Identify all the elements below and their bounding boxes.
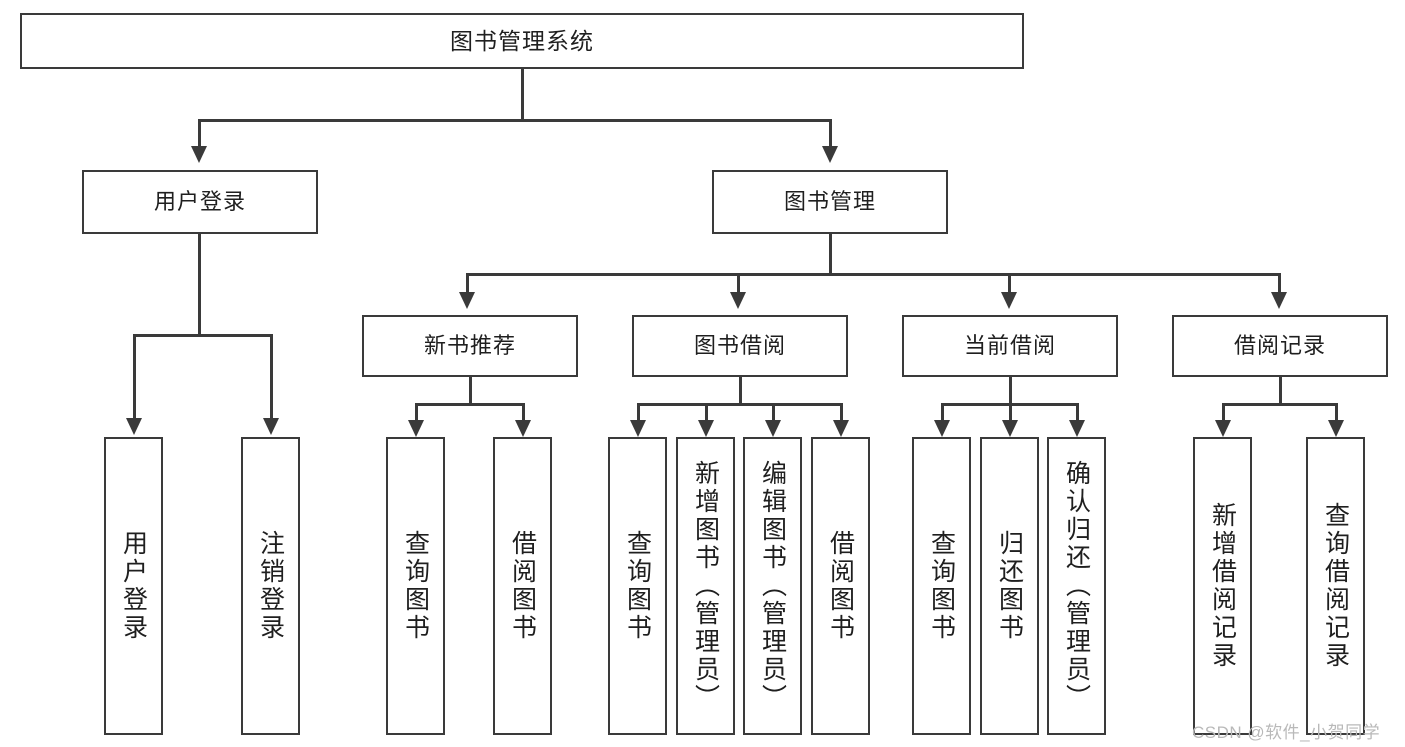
leaf-return-book[interactable]: 归还图书 — [980, 437, 1039, 735]
arrow-to-leaf-confirm-return — [1069, 420, 1085, 437]
arrow-to-book-borrow — [730, 292, 746, 309]
arrow-to-user-login — [191, 146, 207, 163]
connector-currentborrow-drop-1 — [941, 403, 944, 420]
node-label: 注销登录 — [256, 530, 285, 642]
leaf-query-book-current[interactable]: 查询图书 — [912, 437, 971, 735]
arrow-to-leaf-add-book — [698, 420, 714, 437]
node-user-login[interactable]: 用户登录 — [82, 170, 318, 234]
arrow-to-leaf-add-record — [1215, 420, 1231, 437]
connector-newbook-drop-2 — [522, 403, 525, 420]
connector-bookmgmt-stem — [829, 234, 832, 275]
connector-bookmgmt-drop-2 — [737, 273, 740, 292]
connector-borrowrecord-drop-1 — [1222, 403, 1225, 420]
connector-bookborrow-drop-3 — [772, 403, 775, 420]
connector-userlogin-bus — [133, 334, 270, 337]
connector-root-drop-1 — [198, 119, 201, 146]
node-new-book-recommend[interactable]: 新书推荐 — [362, 315, 578, 377]
arrow-to-leaf-borrow-book-1 — [515, 420, 531, 437]
leaf-logout[interactable]: 注销登录 — [241, 437, 300, 735]
arrow-to-leaf-user-login — [126, 418, 142, 435]
leaf-edit-book-admin[interactable]: 编辑图书（管理员） — [743, 437, 802, 735]
node-book-borrow[interactable]: 图书借阅 — [632, 315, 848, 377]
connector-root-drop-2 — [829, 119, 832, 146]
arrow-to-leaf-query-record — [1328, 420, 1344, 437]
node-root-system[interactable]: 图书管理系统 — [20, 13, 1024, 69]
node-current-borrow[interactable]: 当前借阅 — [902, 315, 1118, 377]
node-label: 图书管理系统 — [450, 27, 594, 54]
connector-root-stem — [521, 69, 524, 121]
connector-bookborrow-drop-4 — [840, 403, 843, 420]
connector-bookborrow-drop-2 — [705, 403, 708, 420]
node-label: 借阅图书 — [826, 530, 855, 642]
connector-userlogin-stem — [198, 234, 201, 336]
leaf-confirm-return-admin[interactable]: 确认归还（管理员） — [1047, 437, 1106, 735]
connector-root-bus — [198, 119, 832, 122]
leaf-query-borrow-record[interactable]: 查询借阅记录 — [1306, 437, 1365, 735]
leaf-borrow-book-borrow[interactable]: 借阅图书 — [811, 437, 870, 735]
connector-borrowrecord-stem — [1279, 377, 1282, 405]
leaf-add-book-admin[interactable]: 新增图书（管理员） — [676, 437, 735, 735]
node-label: 用户登录 — [153, 189, 246, 215]
node-label: 借阅记录 — [1233, 333, 1326, 359]
connector-newbook-bus — [415, 403, 525, 406]
connector-bookmgmt-bus — [466, 273, 1280, 276]
node-label: 归还图书 — [995, 530, 1024, 642]
node-borrow-record[interactable]: 借阅记录 — [1172, 315, 1388, 377]
connector-userlogin-drop-1 — [133, 334, 136, 418]
leaf-borrow-book-newbook[interactable]: 借阅图书 — [493, 437, 552, 735]
node-label: 当前借阅 — [963, 333, 1056, 359]
node-label: 新增借阅记录 — [1208, 502, 1237, 670]
node-label: 查询图书 — [623, 530, 652, 642]
arrow-to-leaf-query-book-1 — [408, 420, 424, 437]
node-label: 新增图书（管理员） — [691, 460, 720, 712]
connector-borrowrecord-drop-2 — [1335, 403, 1338, 420]
connector-currentborrow-stem — [1009, 377, 1012, 405]
node-label: 查询借阅记录 — [1321, 502, 1350, 670]
connector-bookmgmt-drop-3 — [1008, 273, 1011, 292]
arrow-to-leaf-borrow-book-2 — [833, 420, 849, 437]
node-label: 图书管理 — [783, 189, 876, 215]
connector-bookborrow-drop-1 — [637, 403, 640, 420]
arrow-to-new-book — [459, 292, 475, 309]
node-book-management[interactable]: 图书管理 — [712, 170, 948, 234]
connector-currentborrow-drop-2 — [1009, 403, 1012, 420]
node-label: 借阅图书 — [508, 530, 537, 642]
leaf-user-login[interactable]: 用户登录 — [104, 437, 163, 735]
arrow-to-book-manage — [822, 146, 838, 163]
connector-bookborrow-stem — [739, 377, 742, 405]
leaf-query-book-newbook[interactable]: 查询图书 — [386, 437, 445, 735]
node-label: 编辑图书（管理员） — [758, 460, 787, 712]
node-label: 新书推荐 — [423, 333, 516, 359]
node-label: 用户登录 — [119, 530, 148, 642]
leaf-query-book-borrow[interactable]: 查询图书 — [608, 437, 667, 735]
arrow-to-leaf-query-book-2 — [630, 420, 646, 437]
node-label: 查询图书 — [927, 530, 956, 642]
node-label: 图书借阅 — [693, 333, 786, 359]
arrow-to-leaf-query-book-3 — [934, 420, 950, 437]
arrow-to-borrow-record — [1271, 292, 1287, 309]
connector-userlogin-drop-2 — [270, 334, 273, 418]
connector-currentborrow-drop-3 — [1076, 403, 1079, 420]
connector-bookmgmt-drop-4 — [1278, 273, 1281, 292]
node-label: 确认归还（管理员） — [1062, 460, 1091, 712]
node-label: 查询图书 — [401, 530, 430, 642]
connector-bookborrow-bus — [637, 403, 842, 406]
leaf-add-borrow-record[interactable]: 新增借阅记录 — [1193, 437, 1252, 735]
connector-newbook-drop-1 — [415, 403, 418, 420]
arrow-to-current-borrow — [1001, 292, 1017, 309]
connector-bookmgmt-drop-1 — [466, 273, 469, 292]
connector-borrowrecord-bus — [1222, 403, 1337, 406]
arrow-to-leaf-edit-book — [765, 420, 781, 437]
arrow-to-leaf-return-book — [1002, 420, 1018, 437]
arrow-to-leaf-logout — [263, 418, 279, 435]
connector-newbook-stem — [469, 377, 472, 405]
